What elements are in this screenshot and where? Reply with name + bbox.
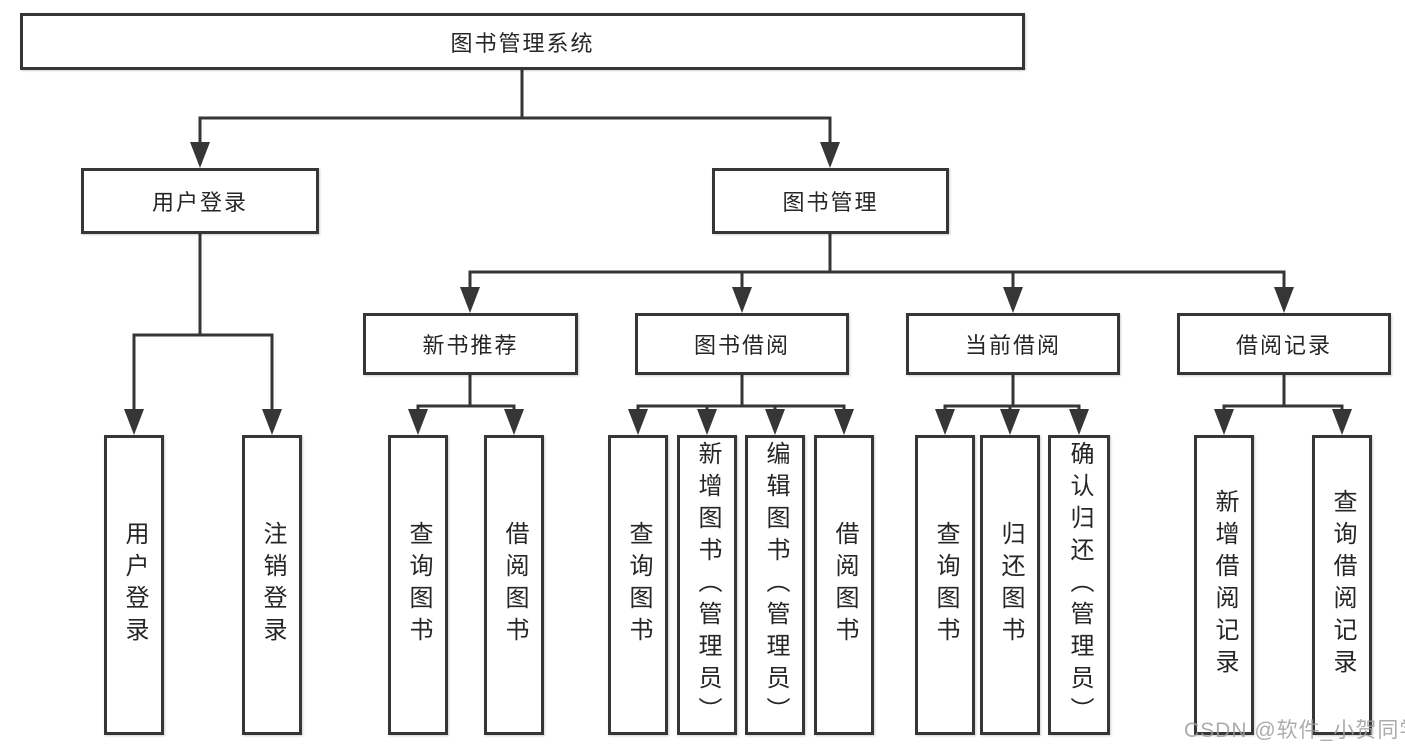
leaf-add-books-admin: 新增图书（管理员） bbox=[677, 435, 737, 735]
leaf-user-login: 用户登录 bbox=[104, 435, 164, 735]
arrowhead-down-icon bbox=[460, 287, 480, 313]
arrowhead-down-icon bbox=[124, 409, 144, 435]
arrowhead-down-icon bbox=[697, 409, 717, 435]
arrowhead-down-icon bbox=[628, 409, 648, 435]
node-label: 新增借阅记录 bbox=[1211, 489, 1238, 681]
node-label: 借阅记录 bbox=[1235, 333, 1332, 358]
arrowhead-down-icon bbox=[935, 409, 955, 435]
leaf-query-books-recommend: 查询图书 bbox=[388, 435, 448, 735]
node-user-login: 用户登录 bbox=[81, 168, 319, 234]
arrowhead-down-icon bbox=[732, 287, 752, 313]
leaf-query-books-current: 查询图书 bbox=[915, 435, 975, 735]
node-current-borrowing: 当前借阅 bbox=[906, 313, 1120, 375]
leaf-query-books-borrowing: 查询图书 bbox=[608, 435, 668, 735]
node-book-management-system: 图书管理系统 bbox=[20, 13, 1025, 70]
leaf-confirm-return-admin: 确认归还（管理员） bbox=[1048, 435, 1110, 735]
node-label: 新增图书（管理员） bbox=[694, 441, 721, 729]
arrowhead-down-icon bbox=[1003, 287, 1023, 313]
node-label: 新书推荐 bbox=[422, 333, 519, 358]
arrowhead-down-icon bbox=[820, 142, 840, 168]
node-label: 当前借阅 bbox=[964, 333, 1061, 358]
leaf-borrow-books-recommend: 借阅图书 bbox=[484, 435, 544, 735]
arrowhead-down-icon bbox=[1000, 409, 1020, 435]
node-label: 借阅图书 bbox=[501, 521, 528, 649]
node-label: 编辑图书（管理员） bbox=[762, 441, 789, 729]
arrowhead-down-icon bbox=[190, 142, 210, 168]
node-label: 查询图书 bbox=[932, 521, 959, 649]
node-label: 查询图书 bbox=[625, 521, 652, 649]
arrowhead-down-icon bbox=[765, 409, 785, 435]
node-borrowing-records: 借阅记录 bbox=[1177, 313, 1391, 375]
arrowhead-down-icon bbox=[504, 409, 524, 435]
leaf-add-borrow-record: 新增借阅记录 bbox=[1194, 435, 1254, 735]
arrowhead-down-icon bbox=[1069, 409, 1089, 435]
leaf-query-borrow-record: 查询借阅记录 bbox=[1312, 435, 1372, 735]
node-label: 查询图书 bbox=[405, 521, 432, 649]
node-label: 借阅图书 bbox=[831, 521, 858, 649]
node-label: 归还图书 bbox=[997, 521, 1024, 649]
node-label: 图书管理系统 bbox=[450, 30, 595, 56]
arrowhead-down-icon bbox=[408, 409, 428, 435]
arrowhead-down-icon bbox=[1274, 287, 1294, 313]
leaf-edit-books-admin: 编辑图书（管理员） bbox=[745, 435, 805, 735]
node-book-borrowing: 图书借阅 bbox=[635, 313, 849, 375]
watermark: CSDN @软件_小贺同学 bbox=[1184, 719, 1405, 742]
arrowhead-down-icon bbox=[1214, 409, 1234, 435]
node-label: 确认归还（管理员） bbox=[1066, 441, 1093, 729]
node-label: 用户登录 bbox=[151, 190, 248, 215]
arrowhead-down-icon bbox=[1332, 409, 1352, 435]
node-book-management: 图书管理 bbox=[712, 168, 949, 234]
node-label: 用户登录 bbox=[121, 521, 148, 649]
node-new-book-recommend: 新书推荐 bbox=[363, 313, 578, 375]
leaf-return-books: 归还图书 bbox=[980, 435, 1040, 735]
node-label: 图书借阅 bbox=[693, 333, 790, 358]
arrowhead-down-icon bbox=[262, 409, 282, 435]
arrowhead-down-icon bbox=[834, 409, 854, 435]
node-label: 查询借阅记录 bbox=[1329, 489, 1356, 681]
node-label: 图书管理 bbox=[782, 190, 879, 215]
leaf-logout: 注销登录 bbox=[242, 435, 302, 735]
node-label: 注销登录 bbox=[259, 521, 286, 649]
leaf-borrow-books: 借阅图书 bbox=[814, 435, 874, 735]
